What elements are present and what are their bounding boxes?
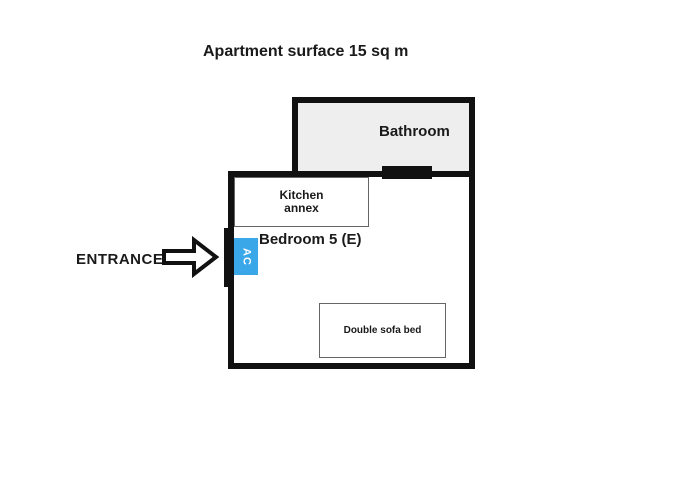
entrance-door — [224, 228, 234, 287]
bathroom-label: Bathroom — [379, 123, 450, 140]
kitchen-annex-label-line1: Kitchen — [279, 188, 324, 202]
bathroom-door — [382, 166, 432, 179]
entrance-arrow-icon — [162, 236, 219, 278]
bedroom-label: Bedroom 5 (E) — [259, 231, 362, 248]
entrance-label: ENTRANCE — [76, 251, 164, 268]
page-title: Apartment surface 15 sq m — [203, 43, 409, 60]
ac-unit: AC — [234, 238, 258, 275]
double-sofa-bed-label: Double sofa bed — [343, 325, 422, 336]
ac-label: AC — [240, 247, 253, 266]
double-sofa-bed-box: Double sofa bed — [319, 303, 446, 358]
kitchen-annex-box: Kitchen annex — [234, 177, 369, 227]
kitchen-annex-label-line2: annex — [284, 201, 319, 215]
